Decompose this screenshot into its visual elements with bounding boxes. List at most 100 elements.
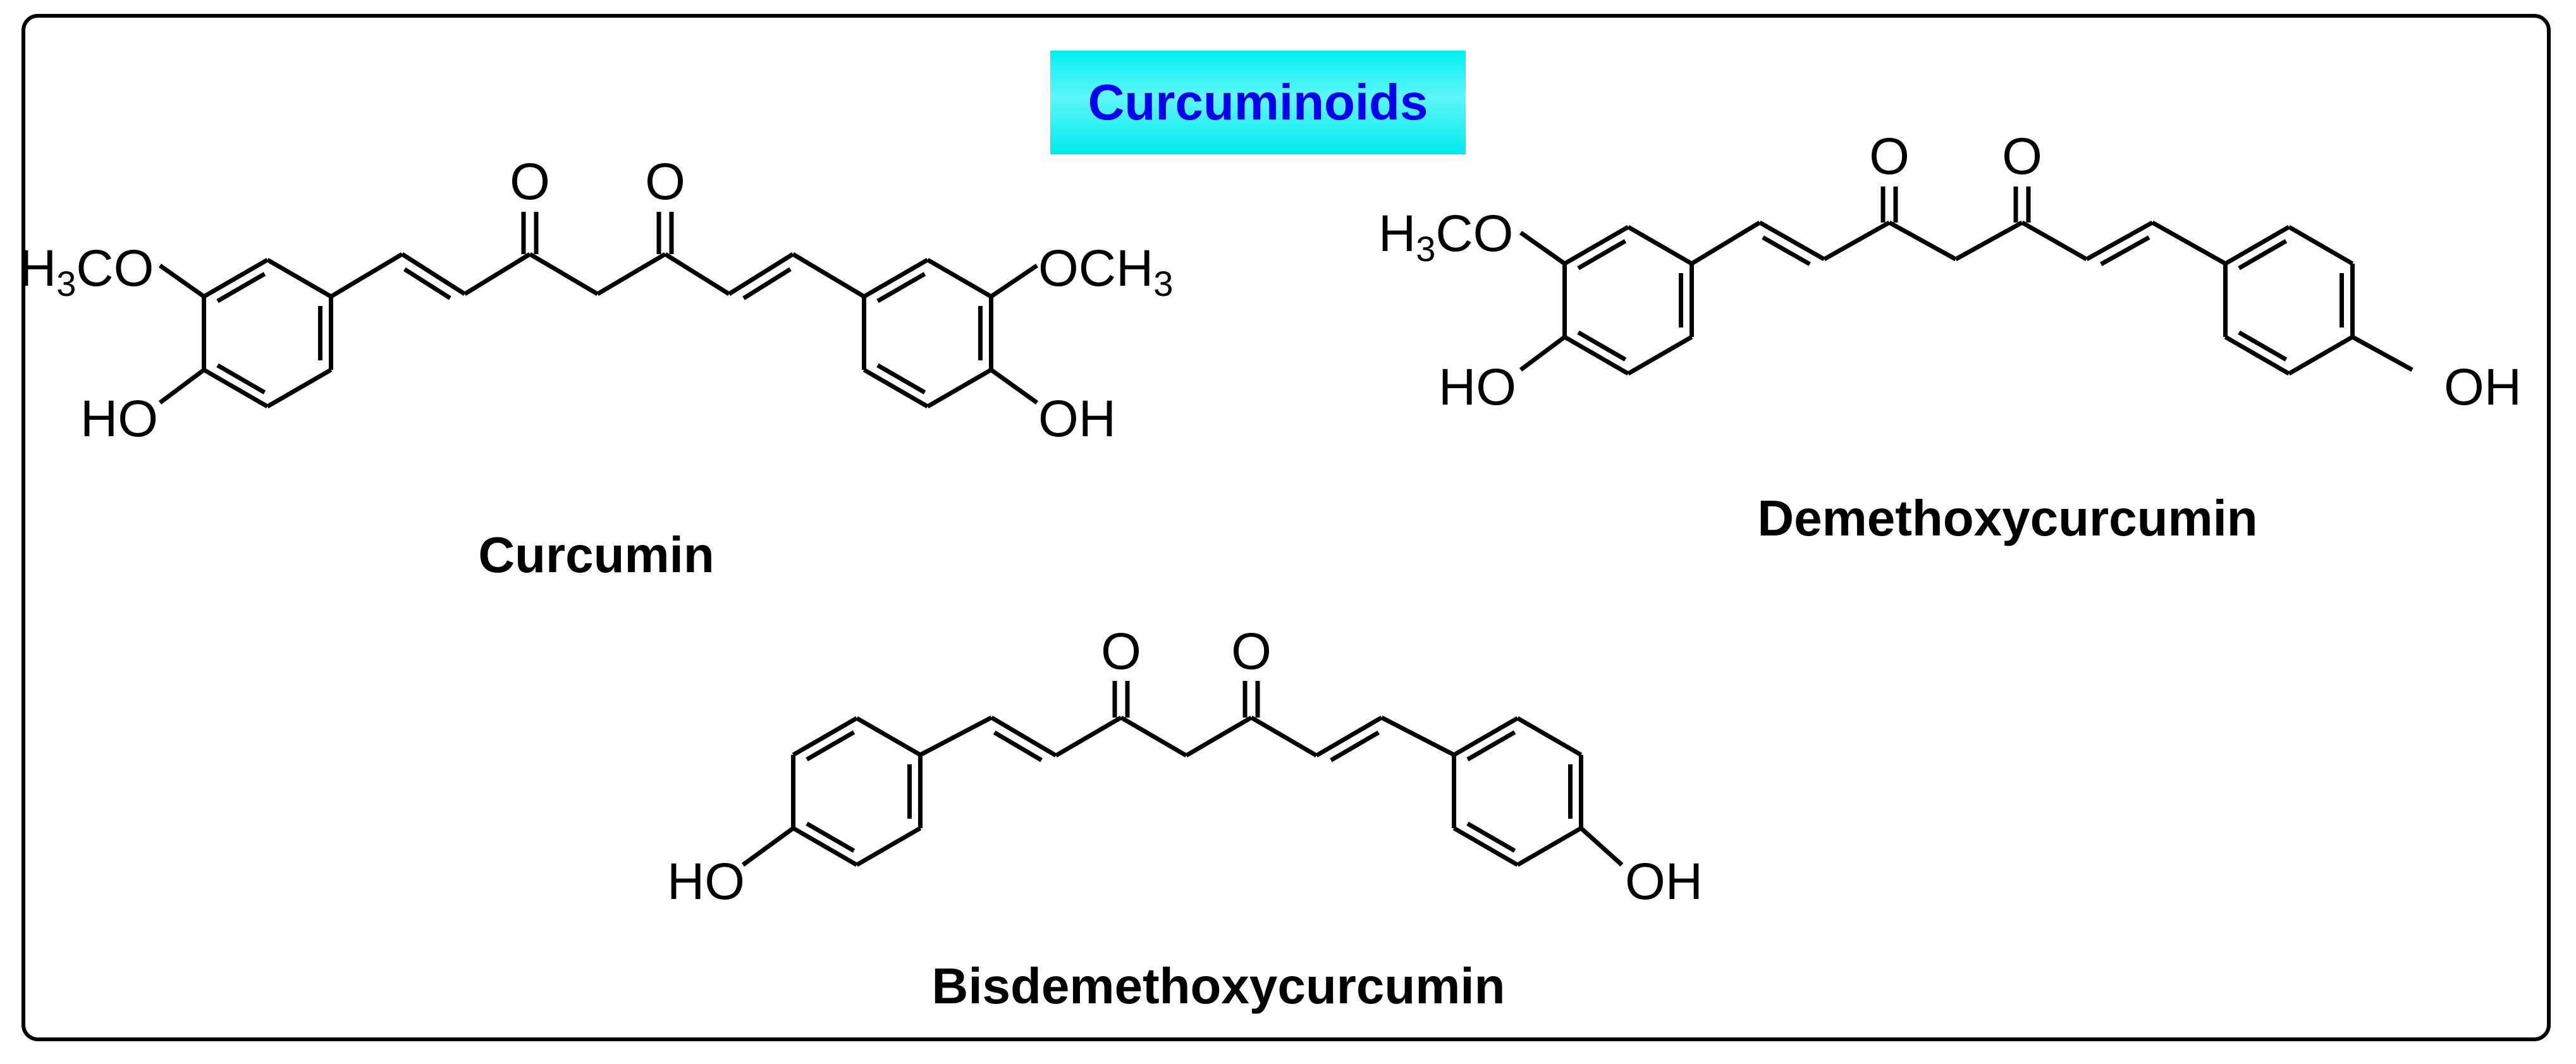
demethoxy-right-ring-bond xyxy=(2224,334,2290,376)
demethoxy-alkene-double-bond xyxy=(1762,235,1811,266)
demethoxy-left-ring-bond xyxy=(1563,224,1629,266)
demethoxy-chain-bond xyxy=(1823,220,1891,262)
demethoxy-chain-bond xyxy=(1690,221,1761,266)
curcumin-left-methoxy-bond xyxy=(158,264,205,298)
bisdemethoxycurcumin-left-hydroxy-label: HO xyxy=(667,853,745,910)
demethoxycurcumin-carbonyl-1-label: O xyxy=(1869,128,1910,185)
demethoxy-chain-bond xyxy=(1888,220,1957,262)
curcumin-carbonyl-2-label: O xyxy=(645,153,685,211)
curcumin-chain-bond xyxy=(792,252,866,299)
bisdemethoxycurcumin-carbonyl-2-label: O xyxy=(1231,623,1272,680)
demethoxy-chain-bond xyxy=(1954,220,2023,262)
curcumin-chain-bond xyxy=(728,252,794,296)
demethoxy-right-ring-bond xyxy=(2288,224,2354,266)
demethoxy-left-hydroxy-bond xyxy=(1519,335,1566,372)
figure-title: Curcuminoids xyxy=(1088,74,1428,130)
demethoxy-left-ring-bond xyxy=(1563,334,1629,376)
bisdemethoxy-left-ring-bond xyxy=(792,826,858,867)
curcumin-left-ring-bond xyxy=(202,367,269,409)
curcumin-right-methoxy-bond xyxy=(990,264,1038,298)
bisdemethoxy-right-ring-bond xyxy=(1516,716,1583,757)
curcumin-left-ring-bond xyxy=(202,257,269,299)
curcumin-chain-bond xyxy=(401,252,466,296)
bisdemethoxy-alkene-double-bond xyxy=(993,730,1043,762)
curcumin-right-ring-bond xyxy=(926,257,993,299)
curcumin-carbonyl-1-label: O xyxy=(510,153,550,211)
bisdemethoxy-left-ring-double-bond xyxy=(806,821,856,853)
bisdemethoxy-left-ring-bond xyxy=(856,826,922,867)
curcumin-left-ring-bond xyxy=(266,367,333,409)
curcumin-right-ring-bond xyxy=(926,367,993,409)
bisdemethoxy-right-hydroxy-bond xyxy=(1579,826,1624,867)
title-box: Curcuminoids xyxy=(1050,51,1466,154)
demethoxy-chain-bond xyxy=(1758,220,1825,262)
demethoxycurcumin-left-methoxy-label: H3CO xyxy=(1378,205,1513,269)
curcumin-chain-bond xyxy=(664,252,730,296)
bisdemethoxycurcumin-structure: O O HO OH xyxy=(667,623,1703,910)
bisdemethoxy-chain-bond xyxy=(1380,715,1456,757)
bisdemethoxy-left-ring-bond xyxy=(792,716,858,757)
curcumin-left-methoxy-subscript: 3 xyxy=(56,264,76,303)
demethoxy-left-methoxy-bond xyxy=(1519,231,1566,266)
curcumin-name: Curcumin xyxy=(478,527,715,583)
bisdemethoxy-chain-bond xyxy=(919,715,993,757)
curcumin-alkene-double-bond xyxy=(403,267,451,300)
demethoxycurcumin-carbonyl-2-label: O xyxy=(2002,128,2042,185)
demethoxycurcumin-left-hydroxy-label: HO xyxy=(1438,358,1516,416)
curcumin-chain-bond xyxy=(463,252,531,296)
curcumin-right-methoxy-subscript: 3 xyxy=(1153,264,1173,303)
bisdemethoxy-chain-bond xyxy=(1120,715,1187,758)
demethoxy-right-ring-double-bond xyxy=(2238,239,2288,271)
curcumin-right-methoxy-label: OCH3 xyxy=(1038,240,1173,303)
bisdemethoxy-chain-bond xyxy=(1055,715,1122,758)
bisdemethoxy-right-ring-double-bond xyxy=(1466,821,1516,853)
figure-frame xyxy=(21,14,2551,1041)
curcumin-right-ring-bond xyxy=(862,367,929,409)
curcumin-chain-bond xyxy=(596,252,666,297)
curcumin-left-methoxy-suffix: CO xyxy=(76,240,154,297)
curcumin-chain-bond xyxy=(329,252,403,299)
demethoxy-right-hydroxy-bond xyxy=(2351,334,2413,372)
bisdemethoxy-right-ring-bond xyxy=(1452,716,1519,757)
bisdemethoxy-left-ring-bond xyxy=(856,716,922,757)
bisdemethoxy-chain-bond xyxy=(990,715,1057,758)
curcumin-alkene-double-bond xyxy=(742,267,792,300)
demethoxy-left-ring-bond xyxy=(1627,224,1693,266)
demethoxycurcumin-structure: O O H3CO HO OH xyxy=(1378,128,2522,416)
bisdemethoxy-left-ring-double-bond xyxy=(806,730,856,762)
demethoxy-left-ring-bond xyxy=(1627,334,1693,376)
curcumin-right-hydroxy-bond xyxy=(990,368,1039,405)
demethoxycurcumin-left-methoxy-suffix: CO xyxy=(1435,205,1513,262)
demethoxy-chain-bond xyxy=(2151,220,2227,266)
curcumin-left-ring-double-bond xyxy=(216,363,266,394)
bisdemethoxy-chain-bond xyxy=(1250,715,1318,758)
curcumin-left-hydroxy-label: HO xyxy=(80,390,158,448)
demethoxy-right-ring-bond xyxy=(2288,334,2354,376)
curcumin-right-ring-double-bond xyxy=(876,363,926,394)
curcumin-chain-bond xyxy=(529,252,599,297)
curcumin-right-ring-double-bond xyxy=(876,272,926,303)
bisdemethoxy-chain-bond xyxy=(1315,715,1383,758)
curcumin-left-ring-bond xyxy=(266,257,333,299)
curcumin-right-ring-bond xyxy=(862,257,929,299)
bisdemethoxycurcumin-right-hydroxy-label: OH xyxy=(1625,853,1703,910)
bisdemethoxy-right-ring-bond xyxy=(1516,826,1583,867)
bisdemethoxy-alkene-double-bond xyxy=(1330,730,1380,762)
demethoxy-left-ring-double-bond xyxy=(1577,239,1627,271)
demethoxy-alkene-double-bond xyxy=(2100,235,2150,266)
curcumin-right-hydroxy-label: OH xyxy=(1038,390,1116,448)
bisdemethoxy-chain-bond xyxy=(1185,715,1253,758)
curcumin-left-methoxy-label: H3CO xyxy=(19,240,154,303)
curcumin-left-hydroxy-bond xyxy=(158,368,205,405)
curcumin-left-ring-double-bond xyxy=(216,272,266,303)
demethoxy-right-ring-bond xyxy=(2224,224,2290,266)
demethoxycurcumin-name: Demethoxycurcumin xyxy=(1757,490,2258,546)
bisdemethoxy-right-ring-bond xyxy=(1452,826,1519,867)
bisdemethoxycurcumin-name: Bisdemethoxycurcumin xyxy=(931,958,1506,1014)
demethoxy-right-ring-double-bond xyxy=(2238,330,2288,362)
bisdemethoxycurcumin-carbonyl-1-label: O xyxy=(1101,623,1141,680)
curcumin-structure: O O H3CO HO OCH3 OH xyxy=(19,153,1173,448)
demethoxycurcumin-left-methoxy-subscript: 3 xyxy=(1416,229,1435,269)
demethoxy-left-ring-double-bond xyxy=(1577,330,1627,362)
